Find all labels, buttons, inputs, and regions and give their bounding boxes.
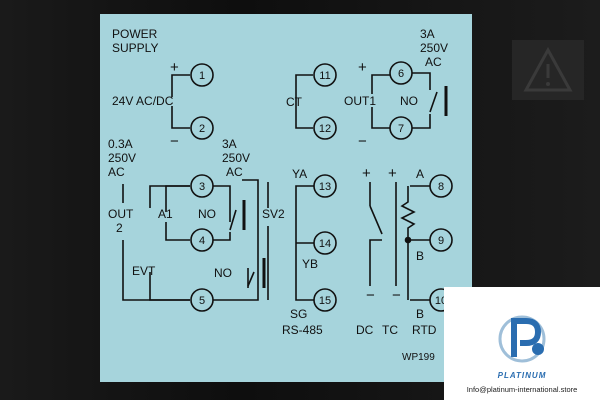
terminal-1-number: 1 — [199, 70, 205, 82]
ct-label: CT — [286, 95, 303, 109]
out1-voltage-rating: 250V — [420, 41, 448, 55]
out1-ac-label: AC — [425, 55, 442, 69]
terminal-4-number: 4 — [199, 235, 205, 247]
rtd-label: RTD — [412, 323, 437, 337]
power-supply-subtitle: SUPPLY — [112, 41, 158, 55]
platinum-watermark: PLATINUM Info@platinum-international.sto… — [444, 287, 600, 400]
supply-minus: − — [170, 133, 179, 150]
terminal-15 — [313, 288, 337, 312]
terminal-7-number: 7 — [398, 123, 404, 135]
terminal-6 — [389, 61, 413, 85]
supply-voltage: 24V AC/DC — [112, 94, 174, 108]
terminal-12-number: 12 — [319, 123, 331, 135]
out2-current-rating: 0.3A — [108, 137, 133, 151]
terminal-9 — [429, 228, 453, 252]
brand-email: Info@platinum-international.store — [466, 385, 578, 394]
terminal-5-number: 5 — [199, 295, 205, 307]
power-supply-title: POWER — [112, 27, 158, 41]
terminal-15-number: 15 — [319, 295, 331, 307]
terminal-2-number: 2 — [199, 123, 205, 135]
terminal-8-number: 8 — [438, 181, 444, 193]
terminal-8 — [429, 174, 453, 198]
terminal-11 — [313, 63, 337, 87]
terminal-6-number: 6 — [398, 68, 404, 80]
out2-voltage-rating: 250V — [108, 151, 136, 165]
tc-plus: + — [388, 165, 397, 182]
terminal-14 — [313, 231, 337, 255]
rtd-b-label: B — [416, 307, 424, 321]
out1-plus: + — [358, 59, 367, 76]
terminal-2 — [190, 116, 214, 140]
a1-ac-label: AC — [226, 165, 243, 179]
out1-current-rating: 3A — [420, 27, 435, 41]
terminal-14-number: 14 — [319, 238, 331, 250]
rs485-label: RS-485 — [282, 323, 323, 337]
input-b-label: B — [416, 249, 424, 263]
a1-label: A1 — [158, 207, 173, 221]
out2-ac-label: AC — [108, 165, 125, 179]
out1-label: OUT1 — [344, 94, 376, 108]
out1-contact-label: NO — [400, 94, 418, 108]
terminal-5 — [190, 288, 214, 312]
a1-voltage-rating: 250V — [222, 151, 250, 165]
tc-label: TC — [382, 323, 398, 337]
sg-label: SG — [290, 307, 307, 321]
dc-label: DC — [356, 323, 374, 337]
dc-minus: − — [366, 287, 375, 304]
supply-plus: + — [170, 59, 179, 76]
out1-minus: − — [358, 133, 367, 150]
terminal-7 — [389, 116, 413, 140]
out2-label: OUT — [108, 207, 134, 221]
terminal-9-number: 9 — [438, 235, 444, 247]
sv2-label: SV2 — [262, 207, 285, 221]
evt-contact-label: NO — [214, 266, 232, 280]
terminal-1 — [190, 63, 214, 87]
terminal-12 — [313, 116, 337, 140]
brand-name: PLATINUM — [497, 371, 547, 380]
dc-plus: + — [362, 165, 371, 182]
warning-triangle-icon — [512, 40, 584, 100]
evt-label: EVT — [132, 264, 156, 278]
part-number: WP199 — [402, 352, 435, 363]
out2-number: 2 — [116, 221, 123, 235]
terminal-11-number: 11 — [319, 70, 330, 82]
terminal-3-number: 3 — [199, 181, 205, 193]
ya-label: YA — [292, 167, 307, 181]
platinum-logo-icon — [498, 315, 546, 363]
yb-label: YB — [302, 257, 318, 271]
terminal-13 — [313, 174, 337, 198]
a1-current-rating: 3A — [222, 137, 237, 151]
terminal-4 — [190, 228, 214, 252]
input-a-label: A — [416, 167, 424, 181]
terminal-3 — [190, 174, 214, 198]
terminal-13-number: 13 — [319, 181, 331, 193]
a1-contact-label: NO — [198, 207, 216, 221]
tc-minus: − — [392, 287, 401, 304]
